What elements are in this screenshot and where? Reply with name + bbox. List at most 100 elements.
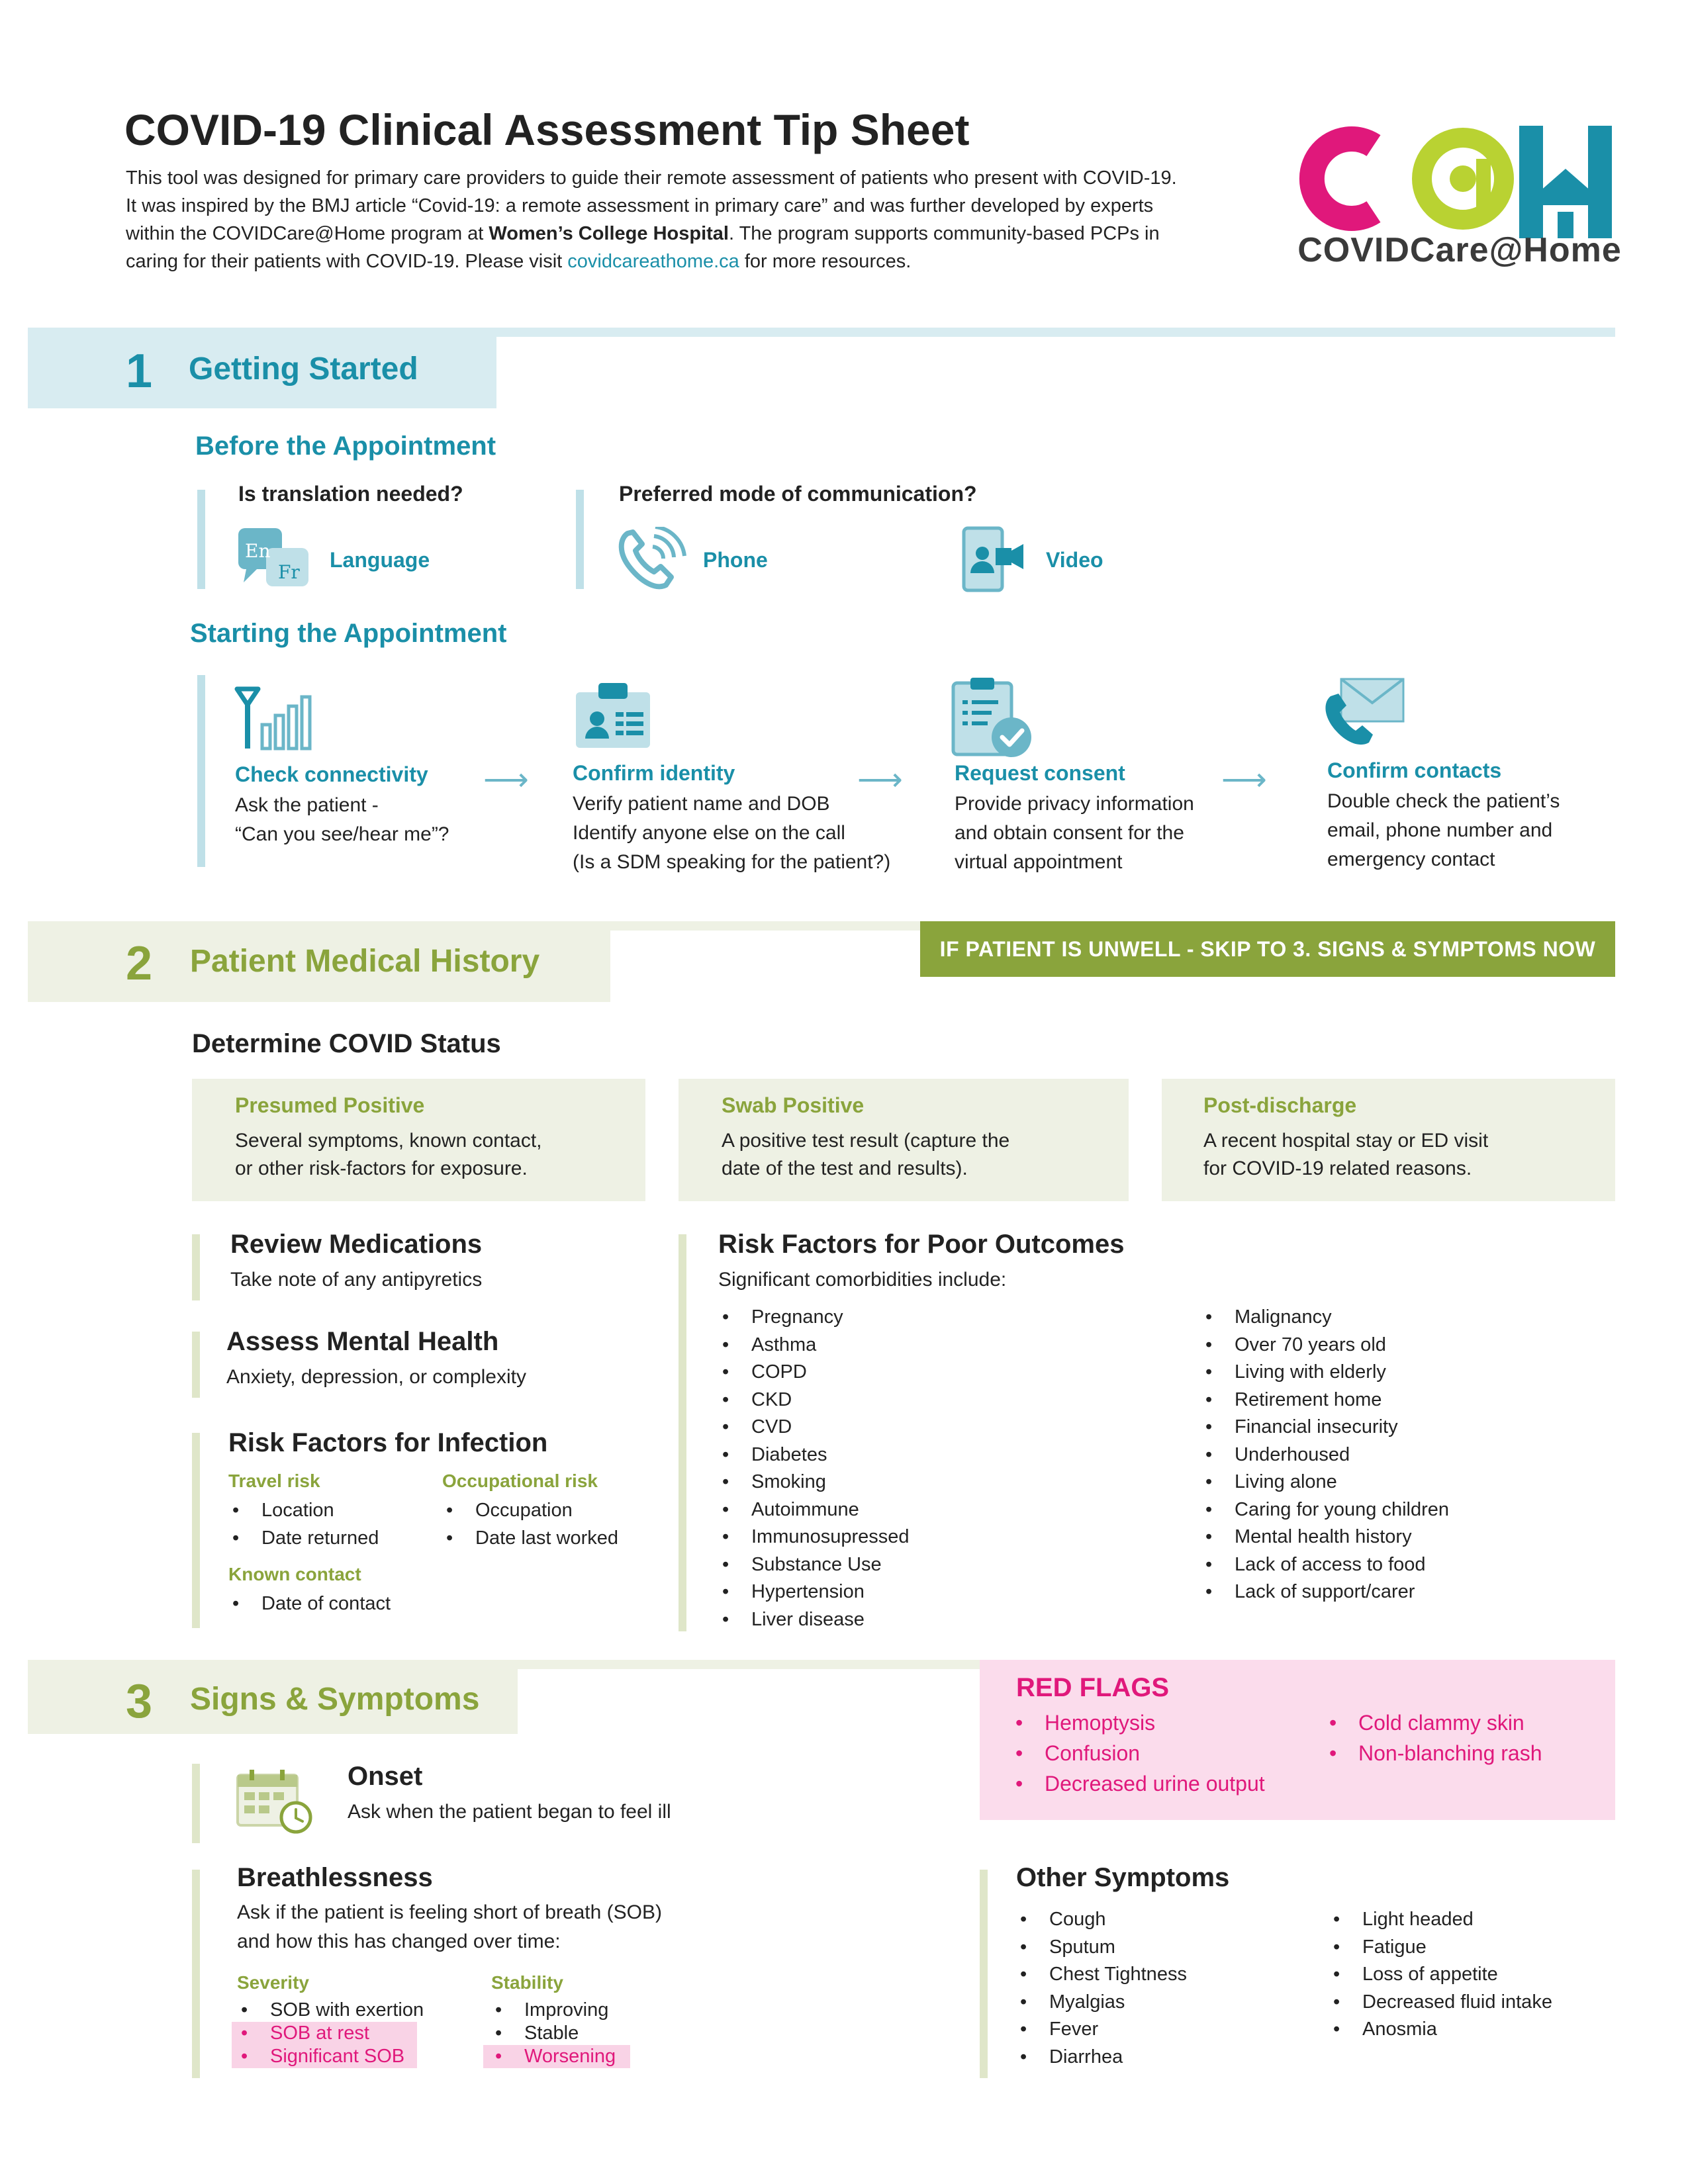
intro-text: within the COVIDCare@Home program at: [126, 223, 489, 244]
list-item: Location: [228, 1497, 379, 1525]
communication-question: Preferred mode of communication?: [619, 482, 977, 506]
list-item: Liver disease: [718, 1606, 910, 1634]
severity-heading: Severity: [237, 1972, 309, 1993]
list-item: Confusion: [1011, 1738, 1265, 1768]
list-item: Light headed: [1329, 1906, 1552, 1934]
phone-label: Phone: [703, 548, 768, 572]
divider-bar: [576, 490, 584, 589]
step-line: (Is a SDM speaking for the patient?): [573, 851, 891, 873]
infection-risk-heading: Risk Factors for Infection: [228, 1428, 548, 1457]
list-item: Loss of appetite: [1329, 1961, 1552, 1989]
section-title: Signs & Symptoms: [190, 1682, 480, 1717]
step-text: Ask the patient - “Can you see/hear me”?: [235, 791, 449, 849]
step-line: “Can you see/hear me”?: [235, 823, 449, 845]
list-item: Decreased urine output: [1011, 1768, 1265, 1799]
card-text: Several symptoms, known contact, or othe…: [235, 1127, 542, 1183]
list-item: Significant SOB: [237, 2045, 424, 2068]
translation-question: Is translation needed?: [238, 482, 463, 506]
poor-outcomes-text: Significant comorbidities include:: [718, 1269, 1007, 1291]
list-item: Asthma: [718, 1332, 910, 1359]
calendar-clock-icon: [236, 1770, 312, 1834]
list-item: Living alone: [1201, 1469, 1449, 1496]
list-item: COPD: [718, 1359, 910, 1387]
status-card-swab: [679, 1079, 1129, 1201]
phone-icon: [618, 527, 686, 590]
id-card-icon: [576, 683, 650, 748]
poor-outcomes-heading: Risk Factors for Poor Outcomes: [718, 1230, 1125, 1259]
text-line: and how this has changed over time:: [237, 1931, 561, 1952]
card-title: Post-discharge: [1203, 1093, 1357, 1117]
red-flags-heading: RED FLAGS: [1016, 1673, 1170, 1702]
occupational-risk-list: Occupation Date last worked: [442, 1497, 618, 1552]
card-line: A positive test result (capture the: [722, 1130, 1010, 1152]
list-item: Diabetes: [718, 1441, 910, 1469]
step-line: and obtain consent for the: [955, 822, 1184, 844]
before-appointment-heading: Before the Appointment: [195, 432, 496, 461]
list-item: Stable: [491, 2022, 616, 2045]
breathlessness-heading: Breathlessness: [237, 1863, 433, 1892]
arrow-right-icon: ⟶: [1221, 762, 1267, 797]
connectivity-icon: [234, 686, 312, 751]
step-line: Double check the patient’s: [1327, 790, 1560, 812]
website-link[interactable]: covidcareathome.ca: [567, 251, 739, 272]
intro-line: It was inspired by the BMJ article “Covi…: [126, 195, 1154, 216]
list-item: Occupation: [442, 1497, 618, 1525]
arrow-right-icon: ⟶: [483, 762, 529, 797]
status-card-presumed: [192, 1079, 645, 1201]
list-item: Malignancy: [1201, 1304, 1449, 1332]
other-symptoms-list-1: Cough Sputum Chest Tightness Myalgias Fe…: [1016, 1906, 1187, 2071]
list-item: Chest Tightness: [1016, 1961, 1187, 1989]
medications-text: Take note of any antipyretics: [230, 1269, 483, 1291]
list-item: Mental health history: [1201, 1524, 1449, 1551]
list-item: Lack of support/carer: [1201, 1578, 1449, 1606]
list-item: Pregnancy: [718, 1304, 910, 1332]
other-symptoms-heading: Other Symptoms: [1016, 1863, 1230, 1892]
divider-bar: [192, 1870, 200, 2078]
list-item: Date returned: [228, 1525, 379, 1553]
covid-status-heading: Determine COVID Status: [192, 1029, 501, 1058]
intro-paragraph: This tool was designed for primary care …: [126, 164, 1251, 275]
svg-text:Fr: Fr: [278, 561, 300, 583]
list-item: CKD: [718, 1387, 910, 1414]
divider-bar: [192, 1332, 200, 1398]
list-item: Hypertension: [718, 1578, 910, 1606]
step-title: Check connectivity: [235, 762, 428, 786]
section-2-header: [28, 921, 610, 1002]
video-icon: [962, 526, 1023, 592]
list-item: Hemoptysis: [1011, 1707, 1265, 1738]
known-contact-heading: Known contact: [228, 1564, 361, 1584]
card-text: A positive test result (capture the date…: [722, 1127, 1009, 1183]
onset-heading: Onset: [348, 1762, 423, 1791]
intro-text: for more resources.: [739, 251, 912, 272]
intro-line: caring for their patients with COVID-19.…: [126, 248, 1251, 275]
logo-wordmark: COVIDCare@Home: [1297, 231, 1622, 269]
consent-clipboard-icon: [951, 678, 1031, 757]
step-title: Confirm identity: [573, 761, 735, 785]
divider-bar: [192, 1234, 200, 1300]
step-line: Provide privacy information: [955, 793, 1194, 815]
list-item: Date last worked: [442, 1525, 618, 1553]
section-divider: [490, 328, 1615, 337]
intro-text: . The program supports community-based P…: [728, 223, 1160, 244]
contacts-icon: [1325, 678, 1405, 745]
section-title: Patient Medical History: [190, 944, 540, 979]
card-line: A recent hospital stay or ED visit: [1203, 1130, 1489, 1152]
list-item: Fever: [1016, 2016, 1187, 2044]
step-text: Provide privacy information and obtain c…: [955, 790, 1194, 877]
video-label: Video: [1046, 548, 1103, 572]
skip-banner-text: IF PATIENT IS UNWELL - SKIP TO 3. SIGNS …: [939, 936, 1596, 961]
divider-bar: [192, 1433, 200, 1628]
step-line: Identify anyone else on the call: [573, 822, 845, 844]
divider-bar: [197, 675, 205, 867]
hospital-name: Women’s College Hospital: [489, 223, 729, 244]
list-item: Underhoused: [1201, 1441, 1449, 1469]
card-line: date of the test and results).: [722, 1158, 968, 1179]
step-text: Verify patient name and DOB Identify any…: [573, 790, 890, 877]
mental-health-text: Anxiety, depression, or complexity: [226, 1366, 526, 1388]
text-line: Ask if the patient is feeling short of b…: [237, 1901, 662, 1923]
list-item: CVD: [718, 1414, 910, 1441]
section-title: Getting Started: [189, 351, 418, 387]
red-flags-list-1: Hemoptysis Confusion Decreased urine out…: [1011, 1707, 1265, 1799]
list-item: Worsening: [491, 2045, 616, 2068]
covidcare-logo: [1299, 126, 1612, 238]
